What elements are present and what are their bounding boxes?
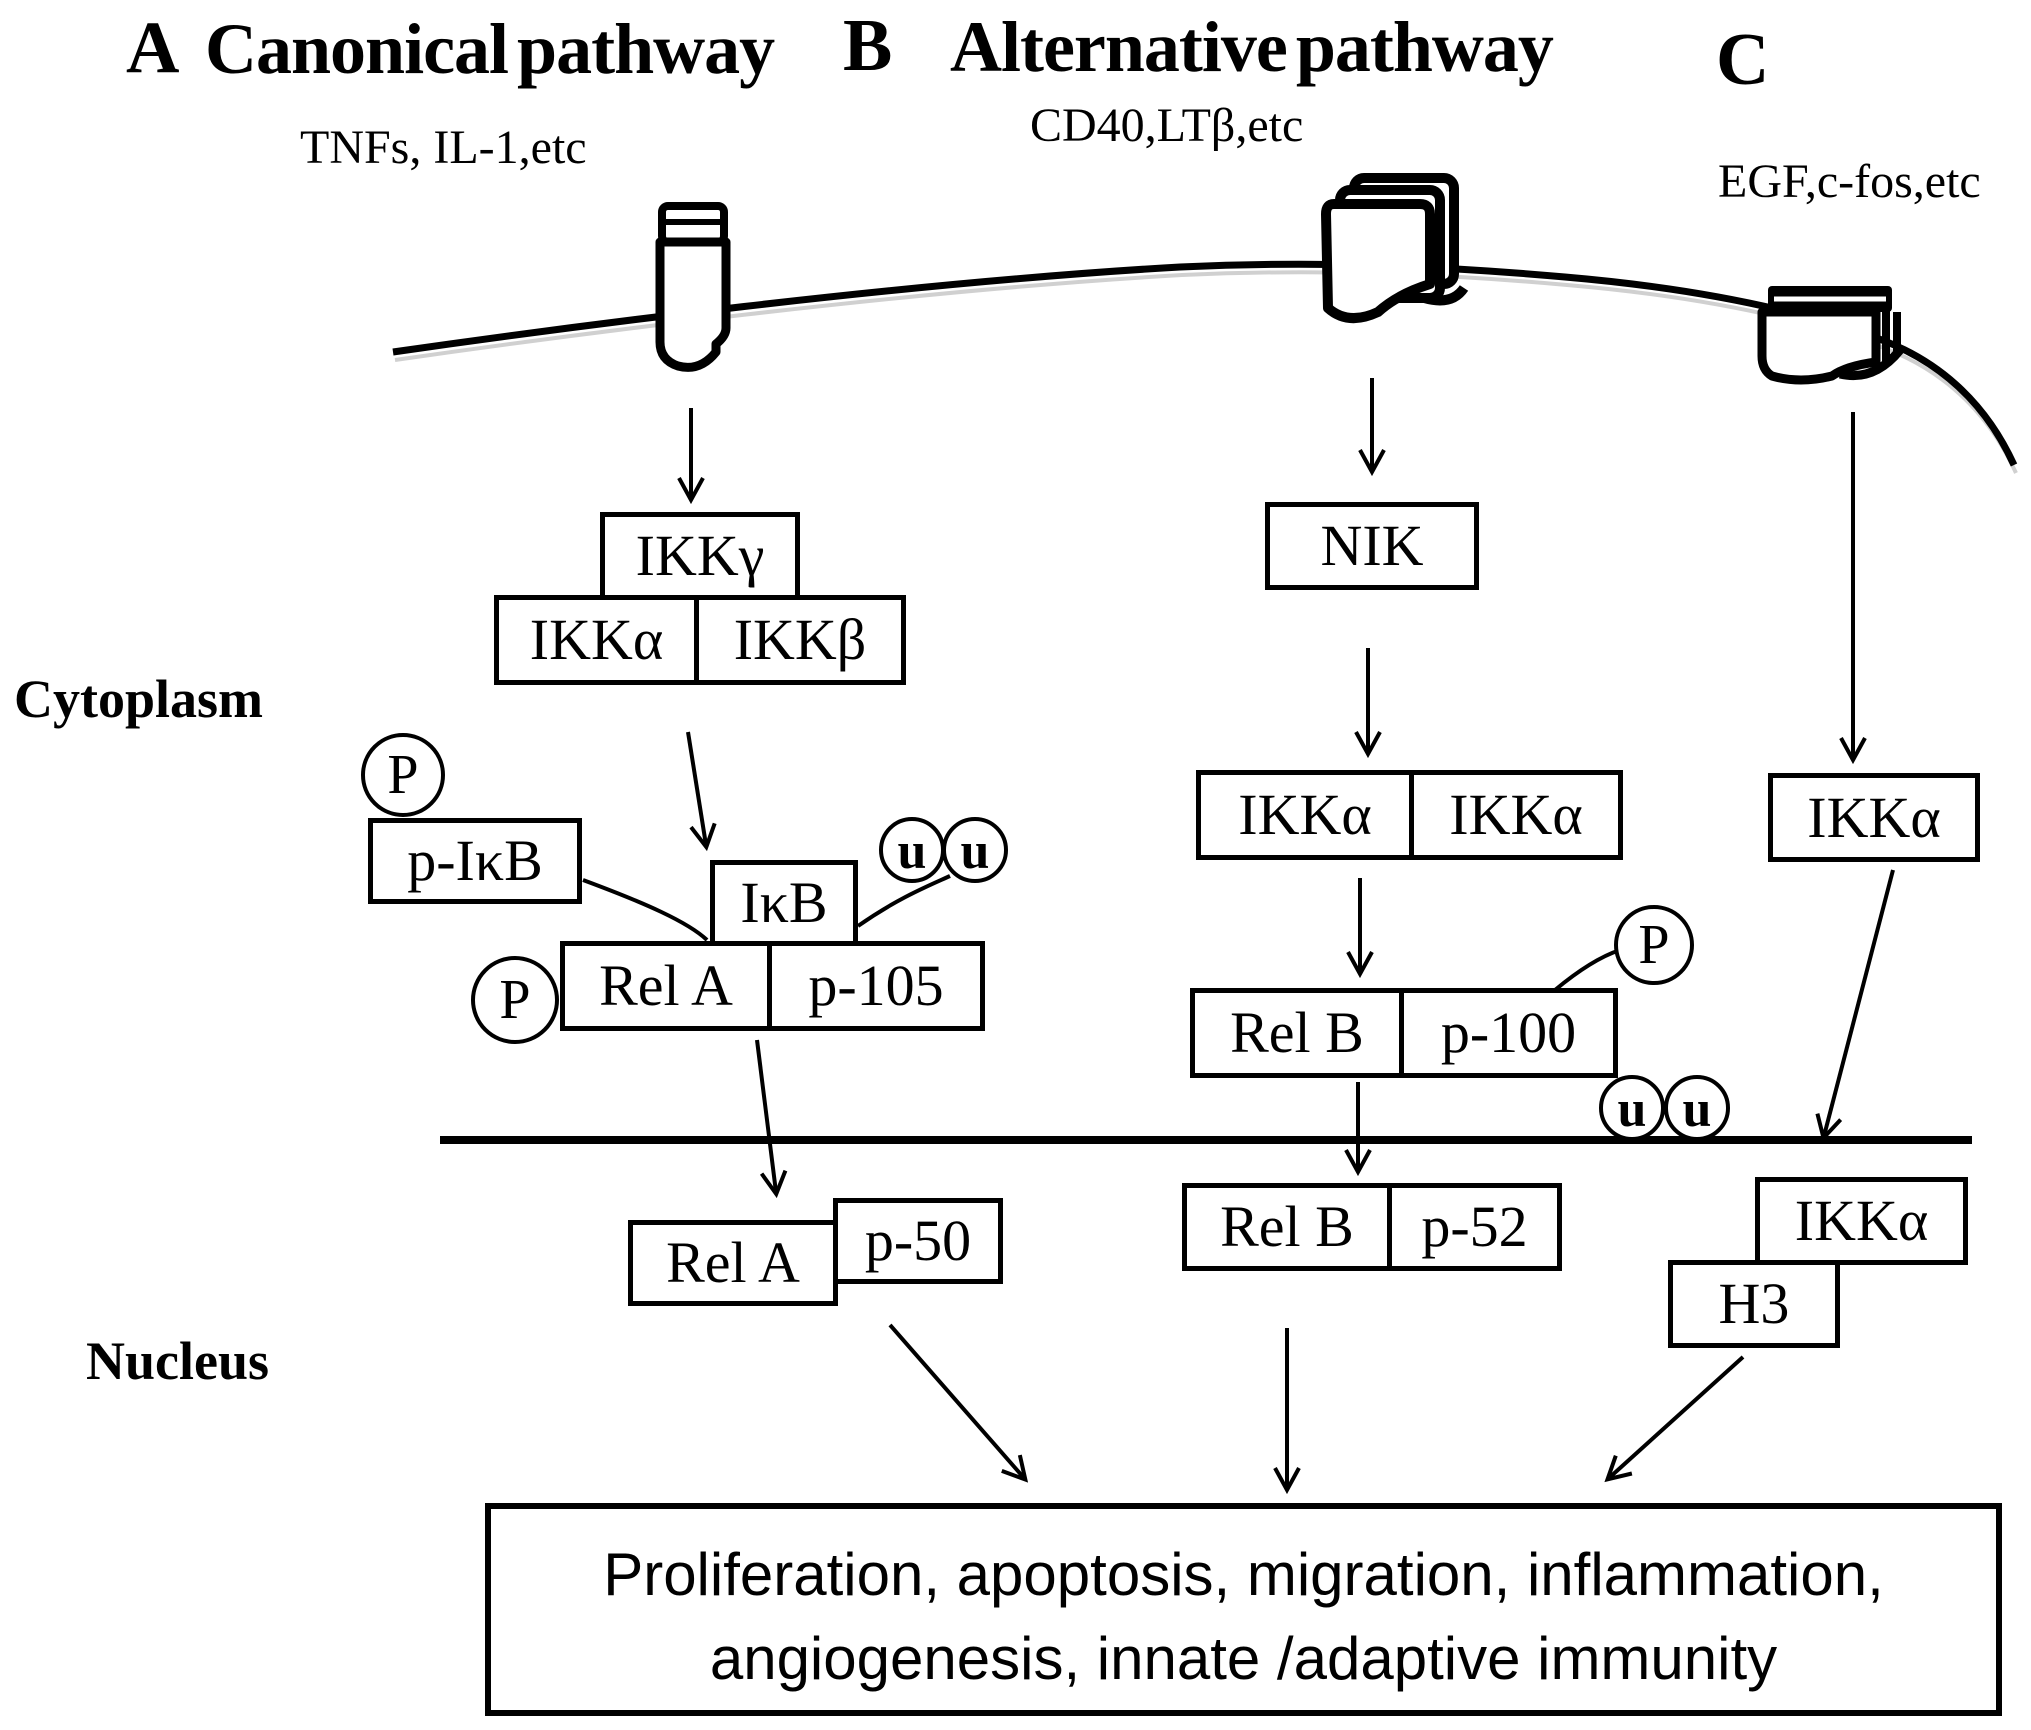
node-p50: p-50 xyxy=(833,1198,1003,1284)
arrow-a-to-output xyxy=(888,1323,1029,1483)
arrow-c-to-nucleus xyxy=(1815,869,1895,1142)
node-p100: p-100 xyxy=(1399,988,1618,1078)
panel-a-letter: A xyxy=(126,7,181,89)
ubiquitin-badge-p100-2: u xyxy=(1664,1075,1730,1141)
node-rel-a-nucleus: Rel A xyxy=(628,1220,838,1306)
arrow-a-ikk-to-ikb xyxy=(686,731,717,852)
node-ikk-alpha-b1: IKKα xyxy=(1196,770,1414,860)
panel-a-title: Canonical pathway xyxy=(205,9,775,89)
cytoplasm-label: Cytoplasm xyxy=(14,669,264,729)
curve-ikb-to-ubiquitin xyxy=(856,874,951,928)
node-p52: p-52 xyxy=(1387,1183,1562,1271)
node-ikk-gamma: IKKγ xyxy=(600,512,800,600)
output-effects-box: Proliferation, apoptosis, migration, inf… xyxy=(485,1503,2002,1716)
node-ikb: IκB xyxy=(710,860,858,946)
ligand-label-canonical: TNFs, IL-1,etc xyxy=(300,121,587,174)
node-rel-b: Rel B xyxy=(1190,988,1404,1078)
phospho-badge-pikb: P xyxy=(361,733,445,817)
ubiquitin-badge-ikb-2: u xyxy=(942,817,1008,883)
node-rel-b-nucleus: Rel B xyxy=(1182,1183,1392,1271)
arrow-h3-to-output xyxy=(1604,1355,1745,1483)
output-effects-line1: Proliferation, apoptosis, migration, inf… xyxy=(603,1541,1884,1608)
node-ikk-alpha-b2: IKKα xyxy=(1409,770,1623,860)
ubiquitin-badge-p100-1: u xyxy=(1599,1075,1665,1141)
output-effects-line2: angiogenesis, innate /adaptive immunity xyxy=(709,1625,1778,1692)
receptor-c-icon xyxy=(1757,286,1904,385)
node-ikk-alpha-c: IKKα xyxy=(1768,773,1980,862)
phospho-badge-p100: P xyxy=(1614,905,1694,985)
nucleus-label: Nucleus xyxy=(86,1331,270,1391)
arrow-a-to-nucleus xyxy=(755,1039,788,1199)
curve-p100-to-phospho xyxy=(1553,948,1621,992)
node-nik: NIK xyxy=(1265,502,1479,590)
curve-pikb-to-ikb xyxy=(582,878,709,942)
node-ikk-alpha-nucleus: IKKα xyxy=(1755,1177,1968,1265)
receptor-b-icon xyxy=(1321,173,1469,323)
ubiquitin-badge-ikb-1: u xyxy=(879,817,945,883)
ligand-label-egf: EGF,c-fos,etc xyxy=(1718,155,1981,208)
panel-b-letter: B xyxy=(843,5,894,87)
node-p-ikb: p-IκB xyxy=(368,818,582,904)
node-p105: p-105 xyxy=(767,941,985,1031)
node-ikk-beta: IKKβ xyxy=(694,595,906,685)
panel-c-letter: C xyxy=(1716,19,1771,101)
node-rel-a: Rel A xyxy=(560,941,772,1031)
phospho-badge-rela: P xyxy=(471,956,559,1044)
node-h3: H3 xyxy=(1668,1260,1840,1348)
ligand-label-alternative: CD40,LTβ,etc xyxy=(1030,99,1304,152)
panel-b-title: Alternative pathway xyxy=(950,7,1554,87)
node-ikk-alpha-a: IKKα xyxy=(494,595,699,685)
receptor-a-icon xyxy=(655,202,731,372)
